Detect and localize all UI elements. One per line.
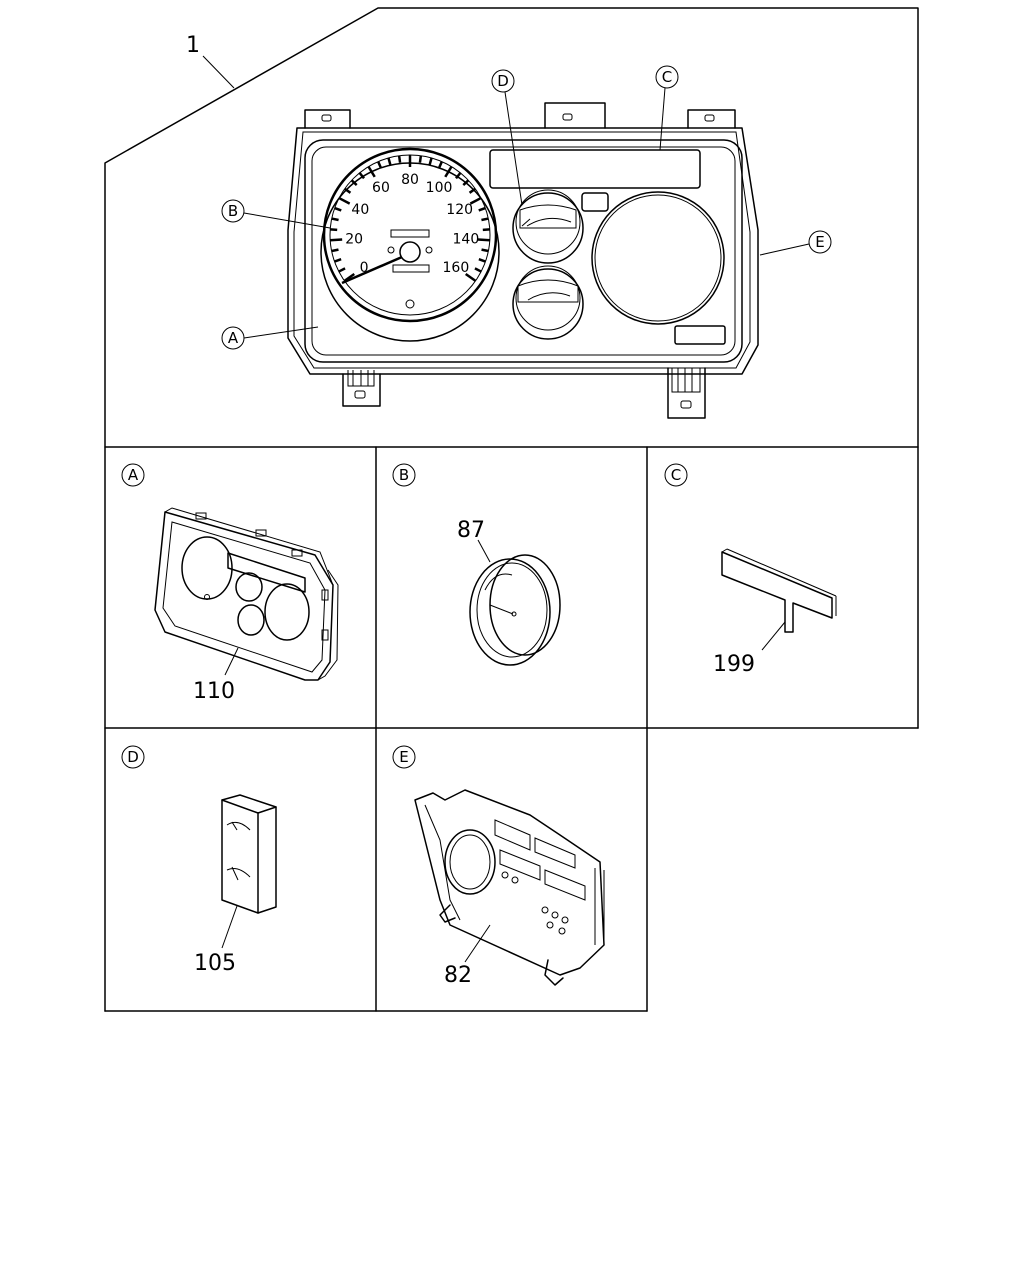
callout-b-main: B [221, 199, 331, 229]
part-82-label: 82 [444, 963, 472, 988]
speedometer-tick [358, 172, 365, 180]
callout-c-main: C [655, 65, 679, 151]
speedometer-tick [350, 179, 358, 187]
speedometer-tick [331, 248, 339, 253]
speedometer-tick [481, 248, 489, 253]
speedometer-number: 140 [453, 232, 480, 248]
speedometer-tick [334, 258, 342, 263]
panel-b-letter: B [399, 466, 409, 484]
callout-e-main: E [759, 230, 832, 256]
speedometer-number: 120 [446, 202, 473, 218]
speedometer-number: 0 [360, 260, 369, 276]
panel-e: E 82 [392, 745, 605, 988]
speedometer-tick [338, 196, 351, 205]
speedometer-tick [462, 179, 470, 187]
speedometer-tick [343, 187, 352, 194]
panel-c-letter: C [671, 466, 681, 484]
speedometer-tick [481, 217, 489, 222]
speedometer-tick [331, 217, 339, 222]
callout-d-main-letter: D [497, 72, 509, 90]
part-199-label: 199 [713, 652, 755, 677]
speedometer-tick [455, 172, 462, 180]
callout-e-main-letter: E [815, 233, 824, 251]
speedometer-tick [468, 187, 477, 194]
part-105-gauge-unit [221, 794, 277, 914]
speedometer-number: 20 [345, 232, 363, 248]
main-assembly-frame [104, 7, 919, 1012]
panel-a: A 110 [121, 463, 339, 704]
speedometer-tick [477, 238, 490, 242]
speedometer-tick [428, 157, 433, 166]
part-87-label: 87 [457, 518, 485, 543]
speedometer-tick [437, 161, 443, 169]
speedometer-tick [444, 165, 453, 178]
speedometer-number: 80 [401, 172, 419, 188]
speedometer-tick [334, 206, 342, 212]
speedometer-tick [474, 267, 482, 273]
callout-a-main-letter: A [228, 329, 239, 347]
part-110-label: 110 [193, 679, 235, 704]
part-105-label: 105 [194, 951, 236, 976]
speedometer-tick [338, 267, 346, 273]
speedometer-number: 40 [351, 202, 369, 218]
speedometer-tick [387, 157, 392, 166]
speedometer-tick [397, 155, 402, 163]
speedometer-tick [464, 272, 477, 282]
speedometer-tick [343, 272, 356, 282]
main-callout-leader [202, 55, 235, 89]
speedometer-tick [377, 161, 383, 169]
speedometer-number: 160 [443, 260, 470, 276]
panel-d: D 105 [121, 745, 277, 976]
speedometer-number: 100 [426, 180, 453, 196]
part-199-strip [721, 548, 837, 633]
callout-c-main-letter: C [662, 68, 672, 86]
panel-c: C 199 [664, 463, 837, 677]
speedometer-tick [367, 165, 376, 178]
callout-b-main-letter: B [228, 202, 238, 220]
part-87-speedometer [469, 554, 561, 666]
panel-d-letter: D [127, 748, 139, 766]
callout-d-main: D [491, 69, 523, 206]
main-callout-label: 1 [186, 33, 200, 58]
speedometer-tick [469, 196, 482, 205]
part-82-rear-case [414, 789, 605, 986]
speedometer-number: 60 [372, 180, 390, 196]
panel-a-letter: A [128, 466, 139, 484]
speedometer-tick [478, 258, 486, 263]
speedometer-tick [418, 155, 423, 163]
speedometer-tick [478, 206, 486, 212]
speedometer-tick [330, 238, 343, 242]
part-110-bezel [154, 507, 339, 681]
panel-b: B 87 [392, 463, 561, 666]
panel-e-letter: E [399, 748, 408, 766]
callout-a-main: A [221, 326, 319, 350]
